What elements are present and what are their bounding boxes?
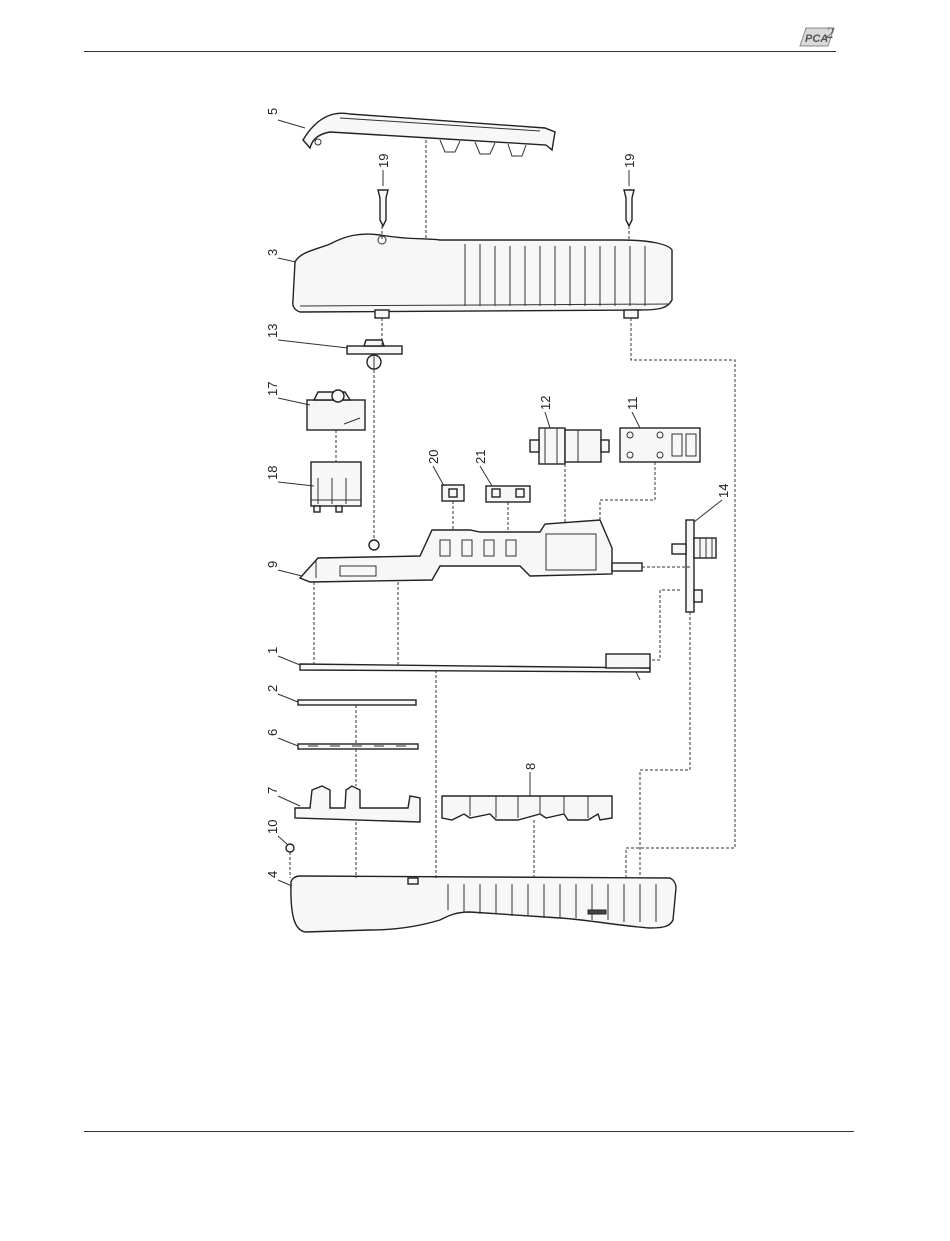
part-12-motor	[530, 428, 609, 464]
part-6-spacer	[298, 744, 418, 749]
part-19-screw-right	[624, 190, 634, 226]
callout-2: 2	[265, 685, 280, 692]
callout-7: 7	[265, 787, 280, 794]
part-3-upper-housing	[293, 234, 672, 318]
part-18-connector-block	[311, 462, 361, 512]
part-5-top-cover	[303, 113, 555, 156]
callout-5: 5	[265, 108, 280, 115]
part-17-switch-block	[307, 390, 365, 430]
part-1-main-board	[300, 654, 650, 680]
part-19-screw-left	[378, 190, 388, 226]
callout-4: 4	[265, 871, 280, 878]
part-10-bead	[286, 844, 294, 852]
callout-12: 12	[538, 396, 553, 410]
callout-18: 18	[265, 466, 280, 480]
part-9-circuit-carrier	[300, 520, 642, 582]
callout-14: 14	[716, 484, 731, 498]
part-13-switch-plate	[347, 340, 402, 372]
callout-8: 8	[523, 763, 538, 770]
part-11-terminal-block	[620, 428, 700, 462]
callout-10: 10	[265, 820, 280, 834]
callout-11: 11	[625, 397, 640, 411]
callout-19-right: 19	[622, 154, 637, 168]
part-14-connector-plate	[672, 520, 716, 612]
callout-20: 20	[426, 450, 441, 464]
callout-3: 3	[265, 249, 280, 256]
callout-6: 6	[265, 729, 280, 736]
callout-13: 13	[265, 324, 280, 338]
part-20-clip	[442, 485, 464, 501]
part-4-lower-housing	[291, 876, 676, 932]
callout-21: 21	[473, 450, 488, 464]
callout-17: 17	[265, 382, 280, 396]
part-2-membrane	[298, 700, 416, 705]
callout-1: 1	[265, 647, 280, 654]
part-8-key-caps	[442, 796, 612, 820]
part-7-keypad-carrier	[295, 786, 420, 822]
callout-9: 9	[265, 561, 280, 568]
callout-19-left: 19	[376, 154, 391, 168]
part-21-clip	[486, 486, 530, 502]
